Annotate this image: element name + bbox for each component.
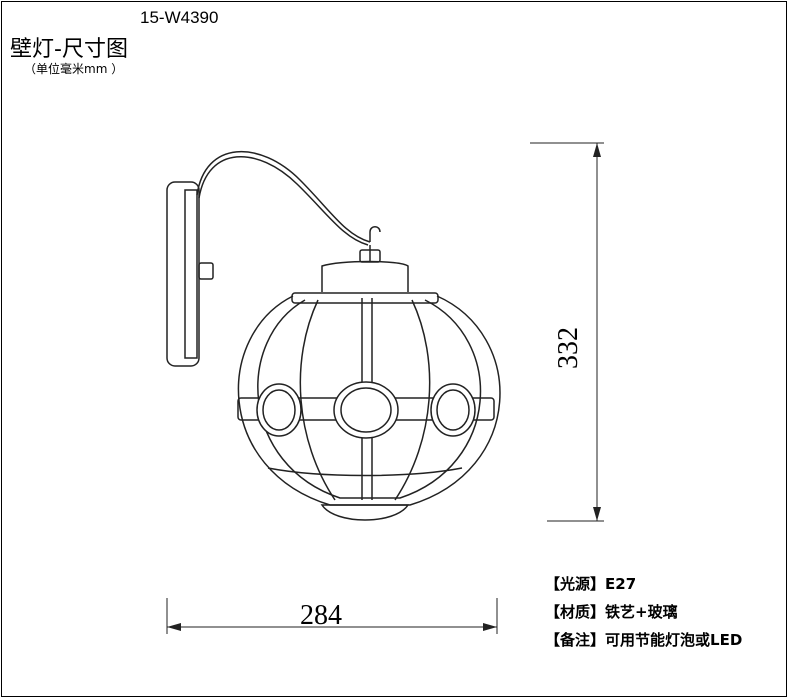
spec-value: E27 [605,575,637,593]
spec-value: 铁艺+玻璃 [605,603,678,621]
width-dimension-label: 284 [300,600,342,631]
medallion-center [333,381,399,439]
model-number: 15-W4390 [140,8,219,27]
bar-left [299,299,336,501]
spec-value: 可用节能灯泡或LED [605,631,743,649]
spec-list: 【光源】E27 【材质】铁艺+玻璃 【备注】可用节能灯泡或LED [545,570,742,654]
wall-plate-knob [198,262,214,280]
top-cap [321,260,409,292]
medallion-right-inner [436,389,470,431]
bar-right [394,299,431,501]
top-ring [291,292,439,304]
spec-label: 【材质】 [545,603,606,621]
height-dimension-label: 332 [553,327,584,369]
height-arrow-bottom [593,507,601,521]
medallion-right [430,383,476,437]
curved-arm [196,150,371,243]
wall-plate [166,181,200,367]
cage-inner [257,299,482,499]
wall-plate-edge [184,189,198,359]
spec-label: 【光源】 [545,575,606,593]
unit-note: （单位毫米mm ） [24,62,124,76]
drawing-title: 壁灯-尺寸图 [10,37,128,62]
height-arrow-top [593,143,601,157]
medallion-center-inner [340,387,392,433]
spec-row-material: 【材质】铁艺+玻璃 [545,598,742,626]
spec-label: 【备注】 [545,631,606,649]
hook [369,226,381,242]
medallion-left [256,383,302,437]
width-arrow-right [483,623,497,631]
spec-row-remark: 【备注】可用节能灯泡或LED [545,626,742,654]
curved-arm-inner [198,155,369,246]
medallion-left-inner [262,389,296,431]
width-arrow-left [167,623,181,631]
bottom-bowl [320,504,410,521]
lower-ring [267,467,463,477]
spec-row-light-source: 【光源】E27 [545,570,742,598]
